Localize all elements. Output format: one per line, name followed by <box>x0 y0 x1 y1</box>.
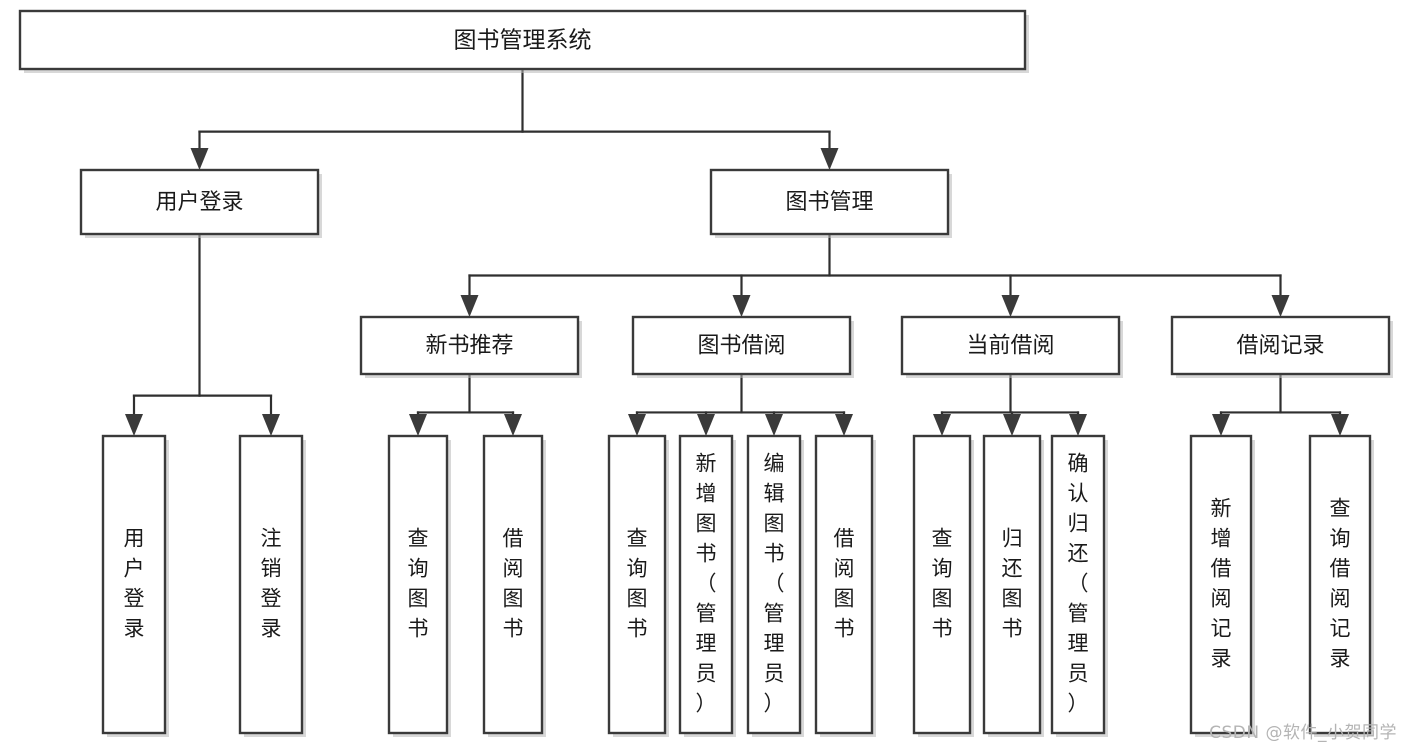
node-编辑图书管理员[interactable]: 编辑图书（管理员） <box>746 434 804 737</box>
node-当前借阅[interactable]: 当前借阅 <box>900 315 1123 378</box>
node-rect[interactable] <box>482 434 544 735</box>
node-rect[interactable] <box>1050 434 1106 735</box>
node-layer: 图书管理系统用户登录用户登录注销登录图书管理新书推荐查询图书借阅图书图书借阅查询… <box>18 9 1393 737</box>
node-label: 确认归还（管理员） <box>1068 452 1089 716</box>
node-label: 查询图书 <box>627 527 648 641</box>
arrow-head-icon <box>1212 414 1230 436</box>
node-rect[interactable] <box>631 315 852 376</box>
node-rect[interactable] <box>1308 434 1372 735</box>
arrow-head-icon <box>125 414 143 436</box>
node-新书推荐[interactable]: 新书推荐 <box>359 315 582 378</box>
arrow-head-icon <box>460 295 479 317</box>
arrow-head-icon <box>409 414 427 436</box>
node-label: 借阅图书 <box>834 527 855 641</box>
node-注销登录[interactable]: 注销登录 <box>238 434 306 737</box>
node-查询图书[interactable]: 查询图书 <box>387 434 451 737</box>
arrow-head-icon <box>765 414 783 436</box>
arrow-head-icon <box>190 148 209 170</box>
node-label: 用户登录 <box>124 527 145 641</box>
node-label: 图书管理系统 <box>454 28 592 54</box>
arrow-head-icon <box>1001 295 1020 317</box>
node-label: 归还图书 <box>1002 527 1023 641</box>
node-label: 查询借阅记录 <box>1330 497 1351 671</box>
node-label: 新增图书（管理员） <box>696 452 717 716</box>
node-rect[interactable] <box>387 434 449 735</box>
node-rect[interactable] <box>1189 434 1253 735</box>
node-rect[interactable] <box>814 434 874 735</box>
node-查询借阅记录[interactable]: 查询借阅记录 <box>1308 434 1374 737</box>
node-label: 用户登录 <box>155 190 243 215</box>
node-rect[interactable] <box>101 434 167 735</box>
node-label: 新书推荐 <box>425 334 513 359</box>
node-rect[interactable] <box>79 168 320 236</box>
node-label: 借阅记录 <box>1236 334 1324 359</box>
node-rect[interactable] <box>912 434 972 735</box>
node-rect[interactable] <box>359 315 580 376</box>
node-rect[interactable] <box>238 434 304 735</box>
node-rect[interactable] <box>18 9 1027 71</box>
node-图书管理系统[interactable]: 图书管理系统 <box>18 9 1029 73</box>
node-借阅图书[interactable]: 借阅图书 <box>482 434 546 737</box>
node-借阅记录[interactable]: 借阅记录 <box>1170 315 1393 378</box>
node-图书管理[interactable]: 图书管理 <box>709 168 952 238</box>
node-label: 查询图书 <box>932 527 953 641</box>
node-rect[interactable] <box>900 315 1121 376</box>
node-借阅图书[interactable]: 借阅图书 <box>814 434 876 737</box>
node-label: 查询图书 <box>408 527 429 641</box>
node-label: 注销登录 <box>261 527 282 641</box>
node-rect[interactable] <box>1170 315 1391 376</box>
node-图书借阅[interactable]: 图书借阅 <box>631 315 854 378</box>
node-确认归还管理员[interactable]: 确认归还（管理员） <box>1050 434 1108 737</box>
node-rect[interactable] <box>709 168 950 236</box>
node-新增借阅记录[interactable]: 新增借阅记录 <box>1189 434 1255 737</box>
arrow-head-icon <box>628 414 646 436</box>
node-rect[interactable] <box>607 434 667 735</box>
node-rect[interactable] <box>982 434 1042 735</box>
node-label: 新增借阅记录 <box>1211 497 1232 671</box>
arrow-head-icon <box>504 414 522 436</box>
node-label: 编辑图书（管理员） <box>764 452 785 716</box>
node-rect[interactable] <box>746 434 802 735</box>
arrow-head-icon <box>1271 295 1290 317</box>
node-查询图书[interactable]: 查询图书 <box>912 434 974 737</box>
node-label: 借阅图书 <box>503 527 524 641</box>
node-label: 当前借阅 <box>966 334 1054 359</box>
arrow-head-icon <box>835 414 853 436</box>
arrow-head-icon <box>1003 414 1021 436</box>
arrow-head-icon <box>262 414 280 436</box>
node-归还图书[interactable]: 归还图书 <box>982 434 1044 737</box>
node-label: 图书借阅 <box>697 334 785 359</box>
node-查询图书[interactable]: 查询图书 <box>607 434 669 737</box>
connector-layer <box>125 67 1349 436</box>
arrow-head-icon <box>933 414 951 436</box>
arrow-head-icon <box>697 414 715 436</box>
arrow-head-icon <box>732 295 751 317</box>
node-用户登录[interactable]: 用户登录 <box>101 434 169 737</box>
arrow-head-icon <box>1331 414 1349 436</box>
node-用户登录[interactable]: 用户登录 <box>79 168 322 238</box>
arrow-head-icon <box>820 148 839 170</box>
node-rect[interactable] <box>678 434 734 735</box>
node-label: 图书管理 <box>785 190 873 215</box>
node-新增图书管理员[interactable]: 新增图书（管理员） <box>678 434 736 737</box>
arrow-head-icon <box>1069 414 1087 436</box>
